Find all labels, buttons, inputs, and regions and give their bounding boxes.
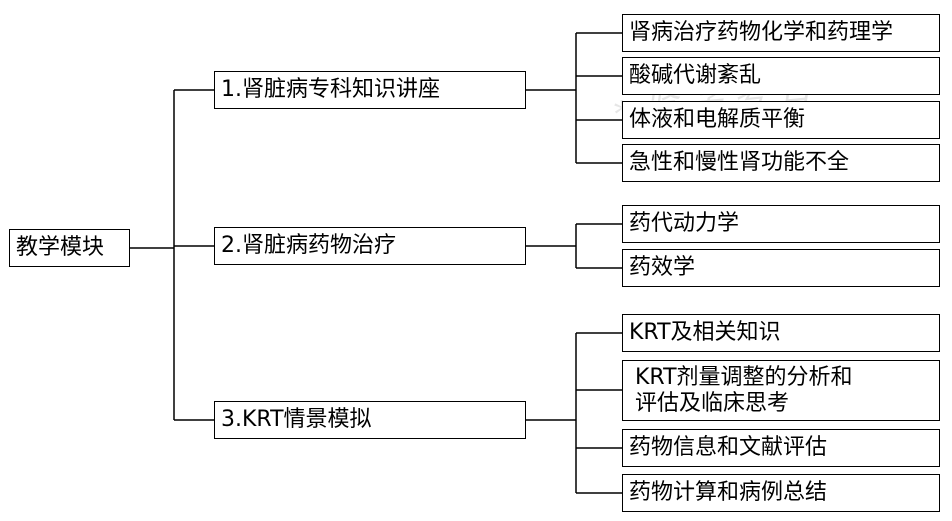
topic-node: 药物计算和病例总结 xyxy=(622,474,940,512)
topic-label: 药物计算和病例总结 xyxy=(629,480,828,505)
topic-node: 肾病治疗药物化学和药理学 xyxy=(622,14,940,52)
module-label: 1.肾脏病专科知识讲座 xyxy=(221,77,440,102)
topic-label: 药物信息和文献评估 xyxy=(629,435,828,460)
topic-node: 药物信息和文献评估 xyxy=(622,429,940,467)
topic-label: 急性和慢性肾功能不全 xyxy=(629,150,850,175)
root-node: 教学模块 xyxy=(9,229,130,267)
topic-label: 酸碱代谢紊乱 xyxy=(629,63,762,88)
root-label: 教学模块 xyxy=(16,235,105,260)
module-label: 2.肾脏病药物治疗 xyxy=(221,233,396,258)
module-node-1: 1.肾脏病专科知识讲座 xyxy=(214,71,526,109)
topic-label: 药代动力学 xyxy=(629,211,740,236)
topic-label: 体液和电解质平衡 xyxy=(629,107,806,132)
module-label: 3.KRT情景模拟 xyxy=(221,407,372,432)
topic-node: 药效学 xyxy=(622,249,940,287)
topic-node: 酸碱代谢紊乱 xyxy=(622,57,940,95)
topic-node: 急性和慢性肾功能不全 xyxy=(622,144,940,182)
topic-label-line-2: 评估及临床思考 xyxy=(635,390,790,416)
topic-node: 药代动力学 xyxy=(622,205,940,243)
topic-label: KRT及相关知识 xyxy=(629,320,781,345)
topic-label-line-1: KRT剂量调整的分析和 xyxy=(635,364,853,390)
topic-node: KRT及相关知识 xyxy=(622,314,940,352)
topic-node: 体液和电解质平衡 xyxy=(622,101,940,139)
topic-node-two-line: KRT剂量调整的分析和 评估及临床思考 xyxy=(622,360,940,421)
topic-label: 药效学 xyxy=(629,255,696,280)
module-node-3: 3.KRT情景模拟 xyxy=(214,401,526,439)
module-node-2: 2.肾脏病药物治疗 xyxy=(214,227,526,265)
topic-label: 肾病治疗药物化学和药理学 xyxy=(629,20,894,45)
